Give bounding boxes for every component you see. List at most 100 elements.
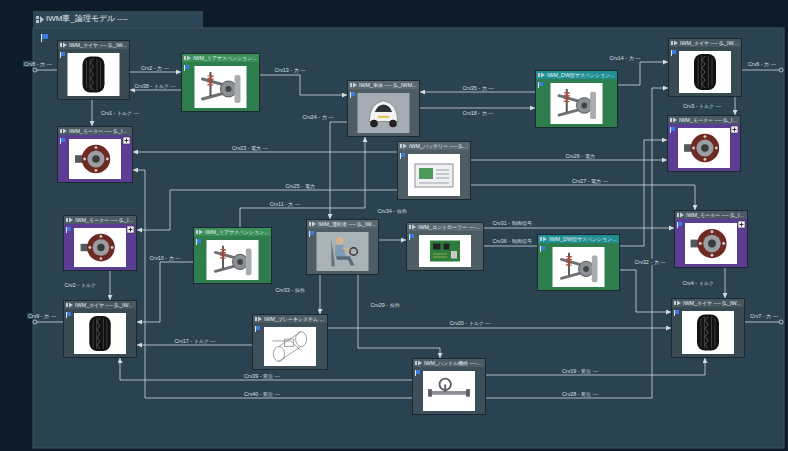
block-header: IWM_コントローラー ----... <box>407 223 483 231</box>
connector-label: Crv2 - トルク <box>63 282 96 288</box>
signal-connector <box>420 92 535 93</box>
block-illustration <box>182 63 259 111</box>
part-picture <box>331 237 357 267</box>
part-picture <box>691 229 727 258</box>
block-node: IWM_DW型サスペンション... <box>537 234 620 291</box>
block-illustration <box>538 244 619 290</box>
block-icon <box>540 236 547 242</box>
block-header: IWM_モーター ---- (L_I... <box>675 211 747 219</box>
part-picture <box>75 145 110 174</box>
block-illustration <box>64 225 136 270</box>
part-picture <box>559 89 596 119</box>
picture-panel <box>679 51 731 93</box>
block-title: IWM_リアサスペンション... <box>205 229 269 235</box>
block-illustration <box>307 229 378 274</box>
signal-connector <box>486 88 668 398</box>
part-picture <box>697 315 719 351</box>
block-flag-icon <box>400 153 405 159</box>
signal-connector <box>260 75 347 95</box>
block-node: IWM_バッテリー ---- (L... <box>397 141 471 200</box>
block-flag-icon <box>60 52 65 58</box>
port-wires <box>33 68 783 324</box>
port-label: Crv7 - 力 --- <box>749 313 779 319</box>
block-icon <box>415 360 422 366</box>
signal-connector <box>471 185 695 210</box>
picture-panel <box>419 235 471 267</box>
connector-label: Crv1 - トルク --- <box>100 110 140 116</box>
block-header: IWM_運転者 ---- (L_IW... <box>307 220 378 228</box>
block-illustration <box>407 232 483 270</box>
block-title: IWM_ハンドル機構 ----... <box>424 360 481 366</box>
block-node: IWM_モーター ---- (L_I... <box>57 126 133 183</box>
block-node: IWM_リアサスペンション... <box>181 53 260 112</box>
signal-connector <box>137 190 397 230</box>
block-title: IWM_リアサスペンション... <box>193 55 257 61</box>
block-title: IWM_タイヤ ---- (L_IW... <box>683 300 741 306</box>
block-node: IWM_タイヤ ---- (L_IW... <box>668 38 742 97</box>
block-flag-icon <box>677 222 682 228</box>
connector-label: Crv13 - 力 --- <box>273 67 306 73</box>
signal-connector <box>735 97 736 115</box>
port-label: Crv6 - 力 --- <box>747 61 777 67</box>
connector-label: Crv32 - 力 --- <box>633 259 666 265</box>
block-illustration <box>194 237 271 283</box>
block-header: IWM_ブレーキシステム ... <box>253 315 327 323</box>
block-icon <box>400 143 407 149</box>
signal-connector <box>330 122 347 219</box>
signal-connector <box>120 358 412 380</box>
connector-label: Crv25 - 電力 <box>284 183 315 189</box>
block-flag-icon <box>309 231 314 237</box>
connector-label: Crv23 - 電力 --- <box>231 145 269 151</box>
signal-connector <box>471 160 667 161</box>
block-flag-icon <box>674 310 679 316</box>
signal-connector <box>484 228 674 229</box>
block-flag-icon <box>60 138 65 144</box>
part-picture <box>215 246 251 275</box>
picture-panel <box>408 154 460 196</box>
block-header: IWM_ハンドル機構 ----... <box>413 359 485 367</box>
block-node: IWM_タイヤ ---- (L_IW... <box>63 300 137 358</box>
block-node: IWM_モーター ---- (L_I... <box>674 210 748 268</box>
part-picture <box>272 332 306 362</box>
block-title: IWM_モーター ---- (L_I... <box>69 128 127 134</box>
block-title: IWM_タイヤ ---- (L_IW... <box>69 42 127 48</box>
signal-connector <box>358 275 440 358</box>
block-node: IWM_モーター ---- (L_I... <box>667 115 741 172</box>
connector-label: Crv11 - 力 --- <box>269 201 302 207</box>
block-node: IWM_ハンドル機構 ----... <box>412 358 486 415</box>
block-flag-icon <box>66 312 71 318</box>
block-illustration <box>675 220 747 267</box>
connector-label: Crv27 - 電力 --- <box>571 178 609 184</box>
block-title: IWM_バッテリー ---- (L... <box>409 143 468 149</box>
connector-label: Crv17 - トルク --- <box>173 338 216 344</box>
signal-connector <box>328 328 671 329</box>
block-node: IWM_ブレーキシステム ... <box>252 314 328 370</box>
block-header: IWM_タイヤ ---- (L_IW... <box>672 299 744 307</box>
part-picture <box>430 241 460 262</box>
part-picture <box>81 234 115 262</box>
block-flag-icon <box>671 50 676 56</box>
picture-panel <box>264 327 316 366</box>
panel-flag-icon <box>41 34 48 42</box>
connector-label: Crv18 - 力 --- <box>461 110 494 116</box>
connector-label: Crv38 - トルク --- <box>133 83 176 89</box>
signal-connector <box>133 152 397 153</box>
block-icon <box>66 302 73 308</box>
part-picture <box>684 134 719 163</box>
connector-label: Crv33 - 操作 <box>274 287 305 293</box>
block-node: IWM_DW型サスペンション... <box>535 70 618 128</box>
block-header: IWM_タイヤ ---- (L_IW... <box>64 301 136 309</box>
part-picture <box>89 316 110 351</box>
signal-connector <box>137 345 252 346</box>
block-title: IWM_ブレーキシステム ... <box>264 316 324 322</box>
signal-connector <box>420 108 535 109</box>
block-title: IWM_モーター ---- (L_I... <box>679 117 737 123</box>
expand-icon <box>123 137 130 144</box>
block-icon <box>670 117 677 123</box>
block-title: IWM_モーター ---- (L_I... <box>686 212 744 218</box>
block-node: IWM_リアサスペンション... <box>193 227 272 284</box>
block-icon <box>350 82 357 88</box>
block-flag-icon <box>409 234 414 240</box>
